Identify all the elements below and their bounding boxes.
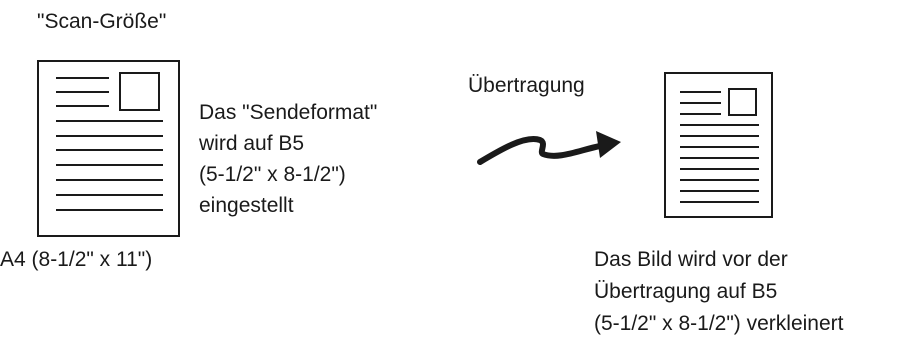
send-format-note-line-1: Das "Sendeformat": [199, 101, 378, 124]
send-format-note-line-3: (5-1/2" x 8-1/2"): [199, 163, 346, 186]
result-note-line-1: Das Bild wird vor der: [594, 248, 788, 271]
original-document-icon: [37, 60, 180, 237]
received-document-icon: [664, 72, 773, 218]
scan-size-label: "Scan-Größe": [37, 10, 167, 33]
original-size-label: A4 (8-1/2" x 11"): [0, 248, 153, 271]
original-document-lines-icon: [56, 72, 163, 211]
received-document-lines-icon: [680, 88, 759, 203]
result-note-line-3: (5-1/2" x 8-1/2") verkleinert: [594, 312, 844, 335]
transmission-label: Übertragung: [468, 74, 585, 97]
send-format-note-line-2: wird auf B5: [199, 132, 305, 155]
send-format-note-line-4: eingestellt: [199, 194, 294, 217]
result-note-line-2: Übertragung auf B5: [594, 280, 778, 303]
